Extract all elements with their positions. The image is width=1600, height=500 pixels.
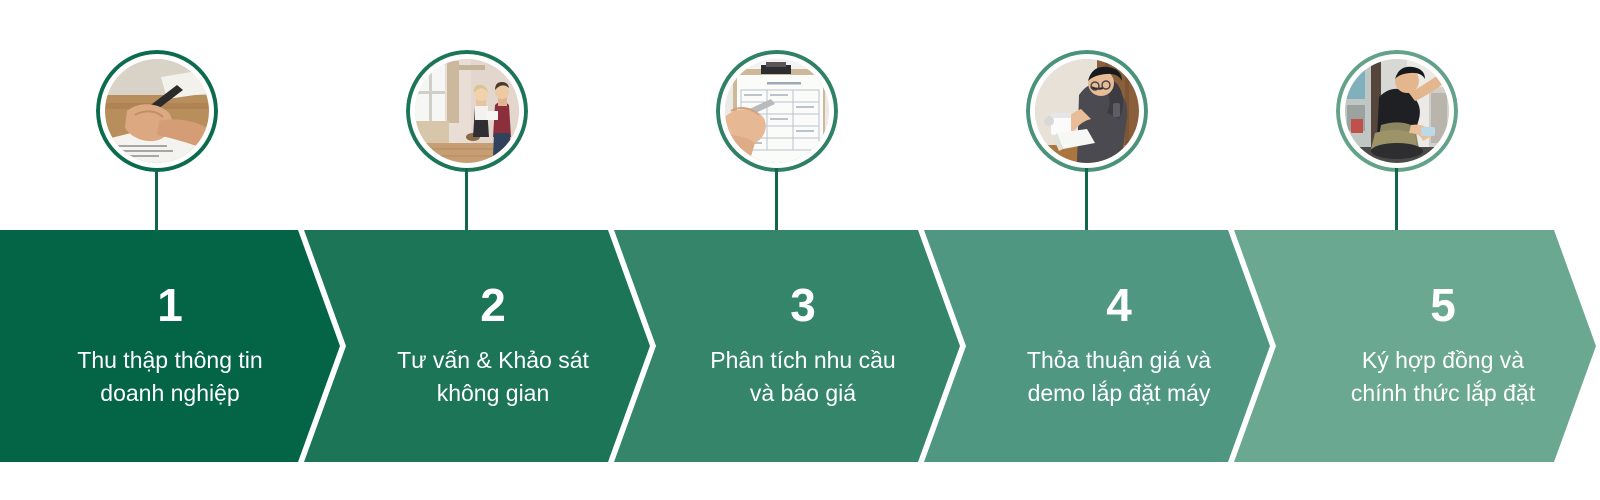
step-connector-2 xyxy=(465,168,468,240)
step-number-4: 4 xyxy=(1106,278,1132,331)
step-number-5: 5 xyxy=(1430,278,1456,331)
step-band-5[interactable]: 5 Ký hợp đồng và chính thức lắp đặt xyxy=(1234,230,1596,462)
step-label-5: Ký hợp đồng và chính thức lắp đặt xyxy=(1350,346,1536,406)
step-band-4[interactable]: 4 Thỏa thuận giá và demo lắp đặt máy xyxy=(924,230,1270,462)
step-number-1: 1 xyxy=(157,278,183,331)
step-ring-5 xyxy=(1336,50,1458,172)
step-number-2: 2 xyxy=(480,278,506,331)
step-number-3: 3 xyxy=(790,278,816,331)
step-connector-5 xyxy=(1395,168,1398,240)
step-band-3[interactable]: 3 Phân tích nhu cầu và báo giá xyxy=(614,230,960,462)
step-circle-1[interactable] xyxy=(96,50,218,172)
step-label-4: Thỏa thuận giá và demo lắp đặt máy xyxy=(1026,346,1212,406)
chevron-band-row: 1 Thu thập thông tin doanh nghiệp 2 Tư v… xyxy=(0,230,1600,462)
step-connector-3 xyxy=(775,168,778,240)
step-circle-3[interactable] xyxy=(716,50,838,172)
step-connector-1 xyxy=(155,168,158,240)
step-label-1: Thu thập thông tin doanh nghiệp xyxy=(77,346,263,406)
step-connector-4 xyxy=(1085,168,1088,240)
step-band-2[interactable]: 2 Tư vấn & Khảo sát không gian xyxy=(304,230,650,462)
step-circle-4[interactable] xyxy=(1026,50,1148,172)
step-ring-4 xyxy=(1026,50,1148,172)
step-ring-2 xyxy=(406,50,528,172)
step-ring-1 xyxy=(96,50,218,172)
step-label-2: Tư vấn & Khảo sát không gian xyxy=(397,346,589,406)
step-band-1[interactable]: 1 Thu thập thông tin doanh nghiệp xyxy=(0,230,340,462)
step-circle-2[interactable] xyxy=(406,50,528,172)
step-label-3: Phân tích nhu cầu và báo giá xyxy=(710,346,896,406)
step-ring-3 xyxy=(716,50,838,172)
step-circle-5[interactable] xyxy=(1336,50,1458,172)
